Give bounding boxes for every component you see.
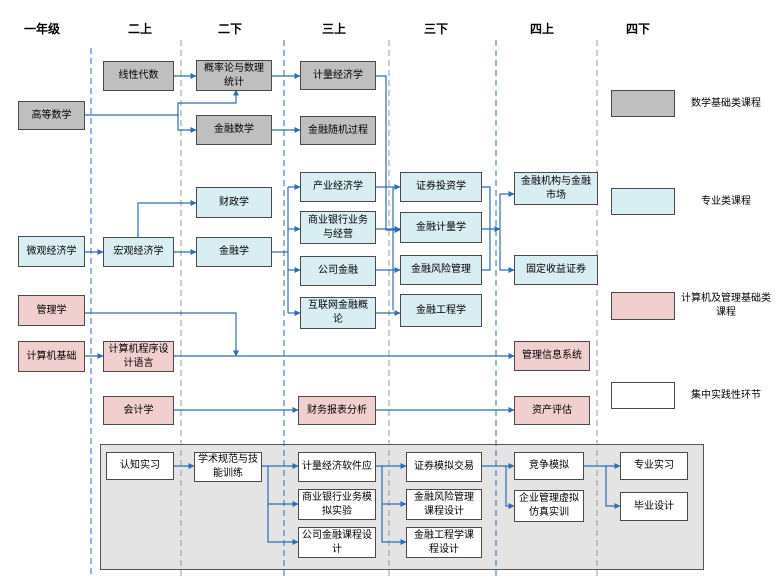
course-macroeconomics: 宏观经济学 [103, 237, 174, 267]
semester-header-2a: 二上 [127, 22, 152, 36]
practice-securities-simulation: 证券模拟交易 [406, 452, 482, 482]
course-management: 管理学 [18, 295, 85, 326]
legend-label-practice: 集中实践性环节 [691, 390, 761, 401]
semester-header-2b: 二下 [217, 22, 242, 36]
course-fixed-income-securities: 固定收益证券 [514, 255, 598, 285]
course-finance: 金融学 [196, 237, 272, 267]
legend-swatch-major [611, 188, 675, 215]
semester-header-4a: 四上 [529, 22, 554, 36]
course-econometrics: 计量经济学 [300, 61, 376, 90]
course-securities-investment: 证券投资学 [400, 172, 482, 202]
course-probability-statistics: 概率论与数理统计 [196, 60, 272, 91]
practice-graduation-design: 毕业设计 [620, 492, 688, 521]
connector-arrows [85, 73, 621, 545]
course-linear-algebra: 线性代数 [103, 61, 174, 91]
course-programming-language: 计算机程序设计语言 [103, 341, 174, 372]
practice-competition-simulation: 竞争模拟 [514, 452, 584, 480]
practice-corporate-finance-design: 公司金融课程设计 [298, 527, 376, 558]
legend-swatch-practice [611, 382, 675, 409]
practice-econometric-software: 计量经济软件应 [298, 452, 376, 482]
course-financial-math: 金融数学 [196, 115, 272, 145]
legend-label-math: 数学基础类课程 [691, 98, 761, 109]
course-advanced-math: 高等数学 [18, 101, 85, 130]
semester-header-year1: 一年级 [23, 22, 60, 36]
practice-banking-simulation: 商业银行业务模拟实验 [298, 489, 376, 520]
legend-swatch-computer [611, 292, 675, 320]
course-financial-institutions-markets: 金融机构与金融市场 [514, 172, 598, 205]
practice-enterprise-virtual-training: 企业管理虚拟仿真实训 [514, 490, 584, 522]
course-microeconomics: 微观经济学 [18, 236, 85, 267]
practice-financial-engineering-design: 金融工程学课程设计 [406, 527, 482, 558]
legend-label-major: 专业类课程 [701, 196, 751, 207]
course-stochastic-process: 金融随机过程 [300, 116, 376, 145]
practice-professional-internship: 专业实习 [620, 452, 688, 480]
course-accounting: 会计学 [103, 396, 174, 425]
semester-header-3a: 三上 [321, 22, 346, 36]
course-corporate-finance: 公司金融 [300, 256, 376, 286]
course-financial-econometrics: 金融计量学 [400, 212, 482, 243]
legend-label-computer: 计算机及管理基础类课程 [681, 293, 771, 318]
course-financial-engineering: 金融工程学 [400, 294, 482, 327]
practice-academic-norms-training: 学术规范与技能训练 [194, 452, 262, 482]
semester-header-3b: 三下 [423, 22, 448, 36]
practice-cognitive-internship: 认知实习 [106, 452, 174, 480]
legend-swatch-math [611, 90, 675, 117]
course-internet-finance: 互联网金融概论 [300, 297, 376, 329]
course-industrial-economics: 产业经济学 [300, 172, 376, 202]
course-financial-risk-management: 金融风险管理 [400, 255, 482, 285]
course-financial-statement-analysis: 财务报表分析 [298, 396, 376, 425]
practice-risk-management-design: 金融风险管理课程设计 [406, 489, 482, 520]
course-management-info-system: 管理信息系统 [514, 341, 590, 371]
course-public-finance: 财政学 [196, 187, 272, 218]
course-commercial-banking: 商业银行业务与经营 [300, 211, 376, 244]
course-computer-basics: 计算机基础 [18, 341, 85, 372]
course-asset-appraisal: 资产评估 [514, 396, 590, 425]
semester-header-4b: 四下 [625, 22, 650, 36]
